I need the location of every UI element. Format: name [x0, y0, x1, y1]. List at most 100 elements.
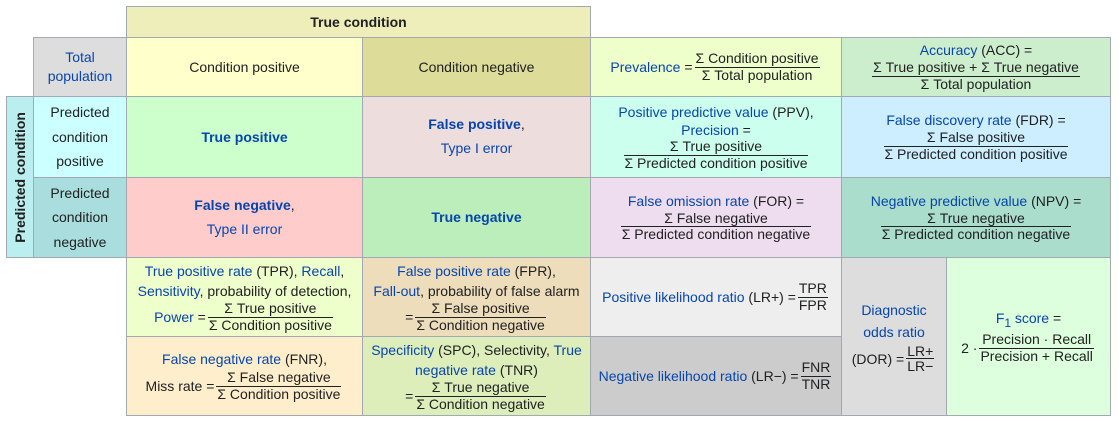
- fpr-link[interactable]: False positive rate: [397, 262, 511, 279]
- predicted-positive-header: Predicted condition positive: [33, 96, 127, 178]
- tpr-cell: True positive rate (TPR), Recall, Sensit…: [126, 257, 363, 337]
- lr-positive-abbr: (LR+) =: [748, 288, 796, 305]
- tnr-denominator: Σ Condition negative: [416, 395, 545, 412]
- fnr-numerator: Σ False negative: [216, 370, 342, 387]
- lr-positive-cell: Positive likelihood ratio (LR+) = TPR FP…: [590, 257, 842, 337]
- tnr-numerator: Σ True negative: [415, 379, 546, 397]
- sensitivity-link[interactable]: Sensitivity: [137, 282, 200, 299]
- f1-numerator: Precision · Recall: [979, 332, 1094, 350]
- type-i-error-link[interactable]: Type I error: [440, 140, 513, 156]
- f1-denominator: Precision + Recall: [980, 348, 1093, 365]
- prevalence-denominator: Σ Total population: [701, 66, 813, 83]
- fnr-link[interactable]: False negative rate: [162, 351, 282, 368]
- prevalence-equals: =: [684, 58, 693, 75]
- dor-numerator: LR+: [906, 342, 935, 360]
- dor-fraction: LR+ LR−: [906, 342, 935, 375]
- lr-positive-link[interactable]: Positive likelihood ratio: [602, 288, 745, 305]
- tpr-numerator: Σ True positive: [207, 300, 333, 318]
- tpr-probability: , probability of detection,: [199, 282, 352, 299]
- f1-coefficient: 2 ·: [961, 340, 978, 357]
- fpr-equals: =: [405, 309, 414, 326]
- fpr-abbr: (FPR),: [514, 262, 556, 279]
- ppv-equals: =: [742, 121, 751, 138]
- fdr-cell: False discovery rate (FDR) = Σ False pos…: [841, 96, 1111, 178]
- f1-label-sub: 1: [1004, 316, 1011, 330]
- predicted-negative-header: Predicted condition negative: [33, 177, 127, 258]
- dor-cell: Diagnostic odds ratio (DOR) = LR+ LR−: [841, 257, 947, 416]
- true-negative-rate-link-part2[interactable]: negative rate: [415, 361, 496, 378]
- tnr-equals: =: [405, 388, 414, 405]
- tpr-link[interactable]: True positive rate: [144, 262, 253, 279]
- lr-positive-fraction: TPR FPR: [797, 279, 828, 313]
- fpr-probability: , probability of false alarm: [420, 282, 580, 299]
- prevalence-cell: Prevalence = Σ Condition positive Σ Tota…: [590, 37, 842, 97]
- power-link[interactable]: Power: [154, 309, 194, 326]
- tnr-abbr: (SPC), Selectivity,: [438, 341, 550, 358]
- true-condition-header: True condition: [126, 6, 591, 38]
- f1-label-rest: score: [1014, 310, 1050, 327]
- tpr-fraction: Σ True positive Σ Condition positive: [207, 300, 333, 333]
- npv-numerator: Σ True negative: [880, 210, 1072, 228]
- ppv-abbr: (PPV),: [772, 103, 814, 120]
- tnr-fraction: Σ True negative Σ Condition negative: [415, 379, 546, 412]
- for-numerator: Σ False negative: [620, 210, 812, 228]
- f1-fraction: Precision · Recall Precision + Recall: [979, 332, 1094, 365]
- miss-rate-label: Miss rate =: [145, 378, 215, 394]
- for-link[interactable]: False omission rate: [627, 192, 750, 209]
- f1-link[interactable]: F1 score: [995, 310, 1050, 330]
- fnr-abbr: (FNR),: [284, 351, 327, 368]
- accuracy-numerator: Σ True positive + Σ True negative: [872, 59, 1080, 77]
- total-population-cell: Total population: [33, 37, 127, 97]
- fnr-denominator: Σ Condition positive: [217, 386, 341, 402]
- accuracy-denominator: Σ Total population: [920, 75, 1032, 92]
- f1-label-f: F: [995, 310, 1005, 327]
- condition-negative-label: Condition negative: [418, 58, 535, 75]
- false-positive-link[interactable]: False positive: [428, 116, 521, 133]
- lr-positive-numerator: TPR: [797, 279, 828, 298]
- fallout-link[interactable]: Fall-out: [373, 282, 421, 299]
- recall-link[interactable]: Recall: [301, 262, 341, 279]
- fdr-abbr: (FDR) =: [1015, 112, 1066, 129]
- lr-negative-cell: Negative likelihood ratio (LR−) = FNR TN…: [590, 336, 842, 416]
- dor-link-line2[interactable]: odds ratio: [863, 324, 925, 341]
- predicted-condition-header: Predicted condition: [6, 96, 34, 258]
- false-positive-comma: ,: [520, 116, 525, 133]
- true-negative-rate-link-part1[interactable]: True: [553, 341, 582, 358]
- ppv-cell: Positive predictive value (PPV), Precisi…: [590, 96, 842, 178]
- specificity-link[interactable]: Specificity: [371, 341, 435, 358]
- npv-fraction: Σ True negative Σ Predicted condition ne…: [880, 210, 1072, 243]
- ppv-link[interactable]: Positive predictive value: [618, 103, 769, 120]
- npv-abbr: (NPV) =: [1031, 192, 1082, 209]
- fdr-link[interactable]: False discovery rate: [886, 112, 1012, 129]
- dor-link-line1[interactable]: Diagnostic: [861, 301, 927, 318]
- npv-link[interactable]: Negative predictive value: [870, 192, 1028, 209]
- false-negative-link[interactable]: False negative: [194, 196, 291, 213]
- precision-link[interactable]: Precision: [681, 121, 739, 138]
- total-population-link[interactable]: Total population: [47, 49, 113, 84]
- fnr-cell: False negative rate (FNR), Miss rate = Σ…: [126, 336, 363, 416]
- fdr-denominator: Σ Predicted condition positive: [884, 145, 1068, 162]
- lr-negative-fraction: FNR TNR: [800, 358, 832, 392]
- fnr-fraction: Σ False negative Σ Condition positive: [216, 370, 342, 402]
- true-positive-link[interactable]: True positive: [201, 128, 288, 145]
- accuracy-link[interactable]: Accuracy: [919, 42, 978, 59]
- fdr-fraction: Σ False positive Σ Predicted condition p…: [883, 130, 1069, 162]
- prevalence-link[interactable]: Prevalence: [610, 58, 681, 75]
- tpr-comma: ,: [340, 262, 345, 279]
- lr-negative-link[interactable]: Negative likelihood ratio: [598, 367, 748, 384]
- dor-denominator: LR−: [907, 358, 934, 375]
- fdr-numerator: Σ False positive: [883, 130, 1069, 147]
- f1-equals: =: [1052, 310, 1062, 327]
- for-abbr: (FOR) =: [753, 192, 805, 209]
- condition-positive-header: Condition positive: [126, 37, 363, 97]
- condition-positive-label: Condition positive: [189, 58, 300, 75]
- type-ii-error-link[interactable]: Type II error: [206, 220, 283, 237]
- lr-negative-denominator: TNR: [801, 375, 831, 392]
- ppv-fraction: Σ True positive Σ Predicted condition po…: [623, 138, 809, 171]
- tnr-cell: Specificity (SPC), Selectivity, True neg…: [362, 336, 591, 416]
- lr-negative-numerator: FNR: [800, 358, 832, 377]
- accuracy-cell: Accuracy (ACC) = Σ True positive + Σ Tru…: [841, 37, 1111, 97]
- true-condition-label: True condition: [310, 13, 407, 30]
- true-negative-link[interactable]: True negative: [431, 209, 522, 226]
- accuracy-abbr: (ACC) =: [981, 42, 1033, 59]
